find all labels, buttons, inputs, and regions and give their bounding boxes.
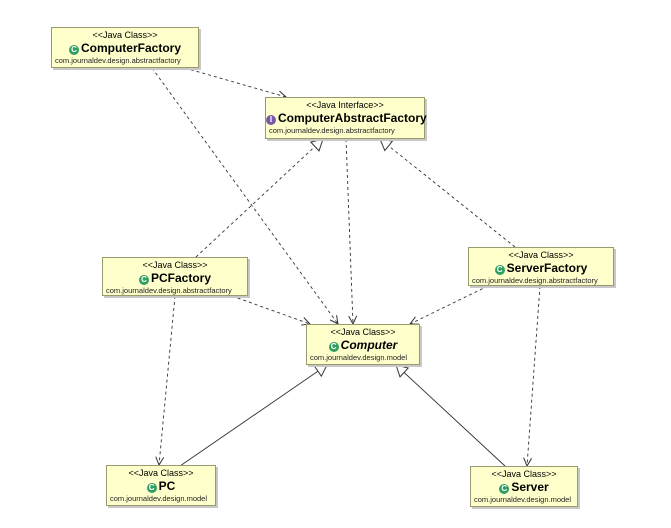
edge-server-extends-computer xyxy=(395,364,506,467)
interface-name: ComputerAbstractFactory xyxy=(278,111,427,125)
package-name: com.journaldev.design.model xyxy=(110,494,207,503)
abstract-class-icon: C xyxy=(328,342,339,352)
edge-serverfactory-realizes-abstractfactory xyxy=(379,138,516,248)
package-name: com.journaldev.design.abstractfactory xyxy=(106,286,232,295)
stereotype-label: <<Java Class>> xyxy=(92,30,158,40)
class-name: Computer xyxy=(340,338,398,352)
class-name: PC xyxy=(158,479,176,493)
class-name: ServerFactory xyxy=(506,261,588,275)
edge-computerfactory-to-computer xyxy=(151,67,338,324)
edge-pc-extends-computer xyxy=(179,364,328,467)
package-name: com.journaldev.design.abstractfactory xyxy=(269,126,395,135)
class-icon: C xyxy=(146,483,157,493)
class-icon: C xyxy=(138,275,149,285)
class-name: PCFactory xyxy=(150,271,212,285)
class-name: ComputerFactory xyxy=(80,41,181,55)
edge-abstractfactory-to-computer xyxy=(345,138,353,324)
stereotype-label: <<Java Class>> xyxy=(508,250,574,260)
edge-pcfactory-to-pc xyxy=(159,295,176,465)
edge-computerfactory-to-abstractfactory xyxy=(184,67,286,97)
stereotype-label: <<Java Class>> xyxy=(128,468,194,478)
stereotype-label: <<Java Class>> xyxy=(491,469,557,479)
edge-pcfactory-realizes-abstractfactory xyxy=(195,138,324,258)
class-name: Server xyxy=(511,480,549,494)
package-name: com.journaldev.design.abstractfactory xyxy=(55,56,181,65)
stereotype-label: <<Java Class>> xyxy=(330,327,396,337)
class-icon: C xyxy=(499,484,510,494)
package-name: com.journaldev.design.model xyxy=(474,495,571,504)
package-name: com.journaldev.design.model xyxy=(310,353,407,362)
interface-icon: I xyxy=(266,115,276,125)
edge-pcfactory-to-computer xyxy=(231,295,310,324)
class-icon: C xyxy=(494,265,505,275)
package-name: com.journaldev.design.abstractfactory xyxy=(472,276,598,285)
stereotype-label: <<Java Class>> xyxy=(142,260,208,270)
edge-serverfactory-to-computer xyxy=(410,285,489,324)
class-icon: C xyxy=(68,45,79,55)
stereotype-label: <<Java Interface>> xyxy=(306,100,384,110)
edge-serverfactory-to-server xyxy=(527,285,541,466)
